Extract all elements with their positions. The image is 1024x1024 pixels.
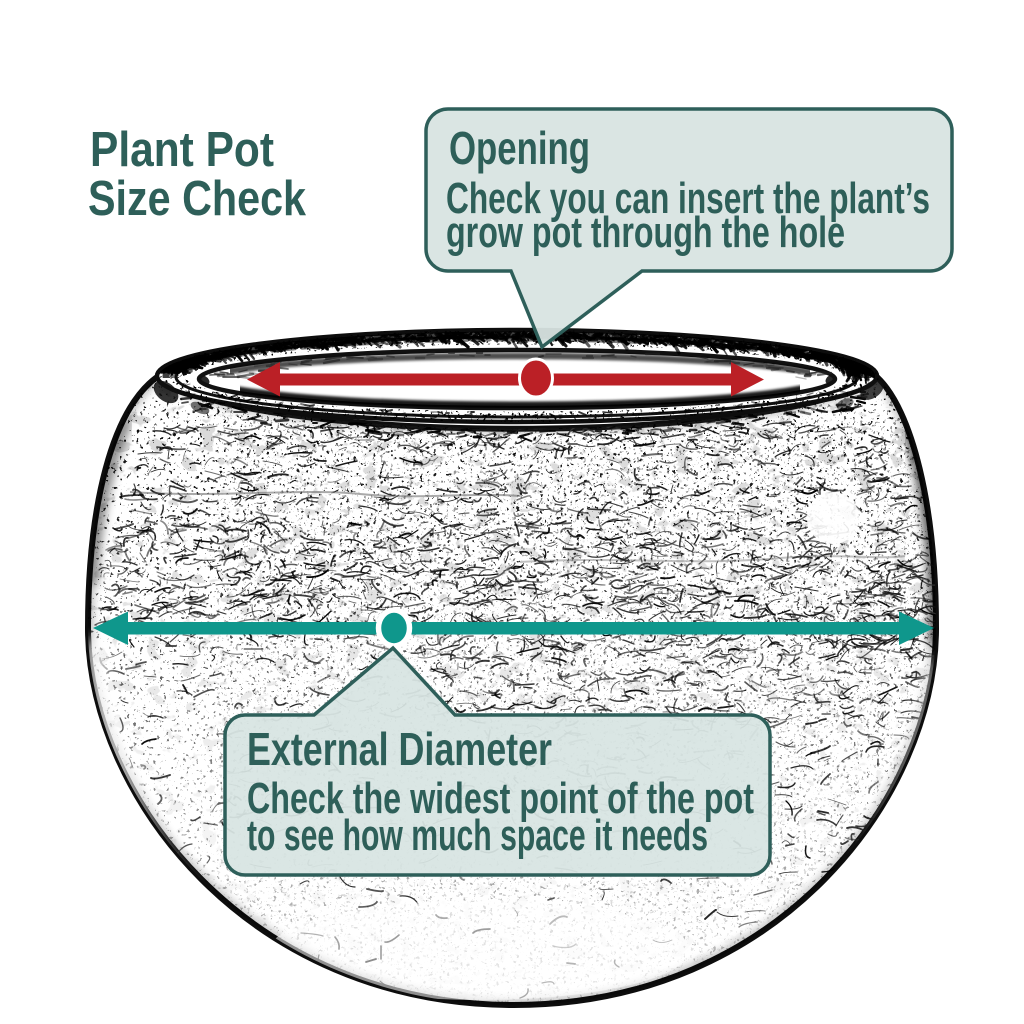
svg-text:to see how much space it needs: to see how much space it needs bbox=[247, 811, 708, 860]
svg-text:Plant Pot: Plant Pot bbox=[90, 123, 274, 177]
svg-text:grow pot through the hole: grow pot through the hole bbox=[446, 208, 845, 257]
svg-text:Size Check: Size Check bbox=[88, 172, 307, 226]
svg-text:Check the widest point of the: Check the widest point of the pot bbox=[247, 774, 754, 823]
svg-text:External Diameter: External Diameter bbox=[247, 723, 552, 775]
svg-text:Opening: Opening bbox=[449, 122, 590, 174]
svg-text:Check you can insert the plant: Check you can insert the plant’s bbox=[446, 174, 930, 223]
